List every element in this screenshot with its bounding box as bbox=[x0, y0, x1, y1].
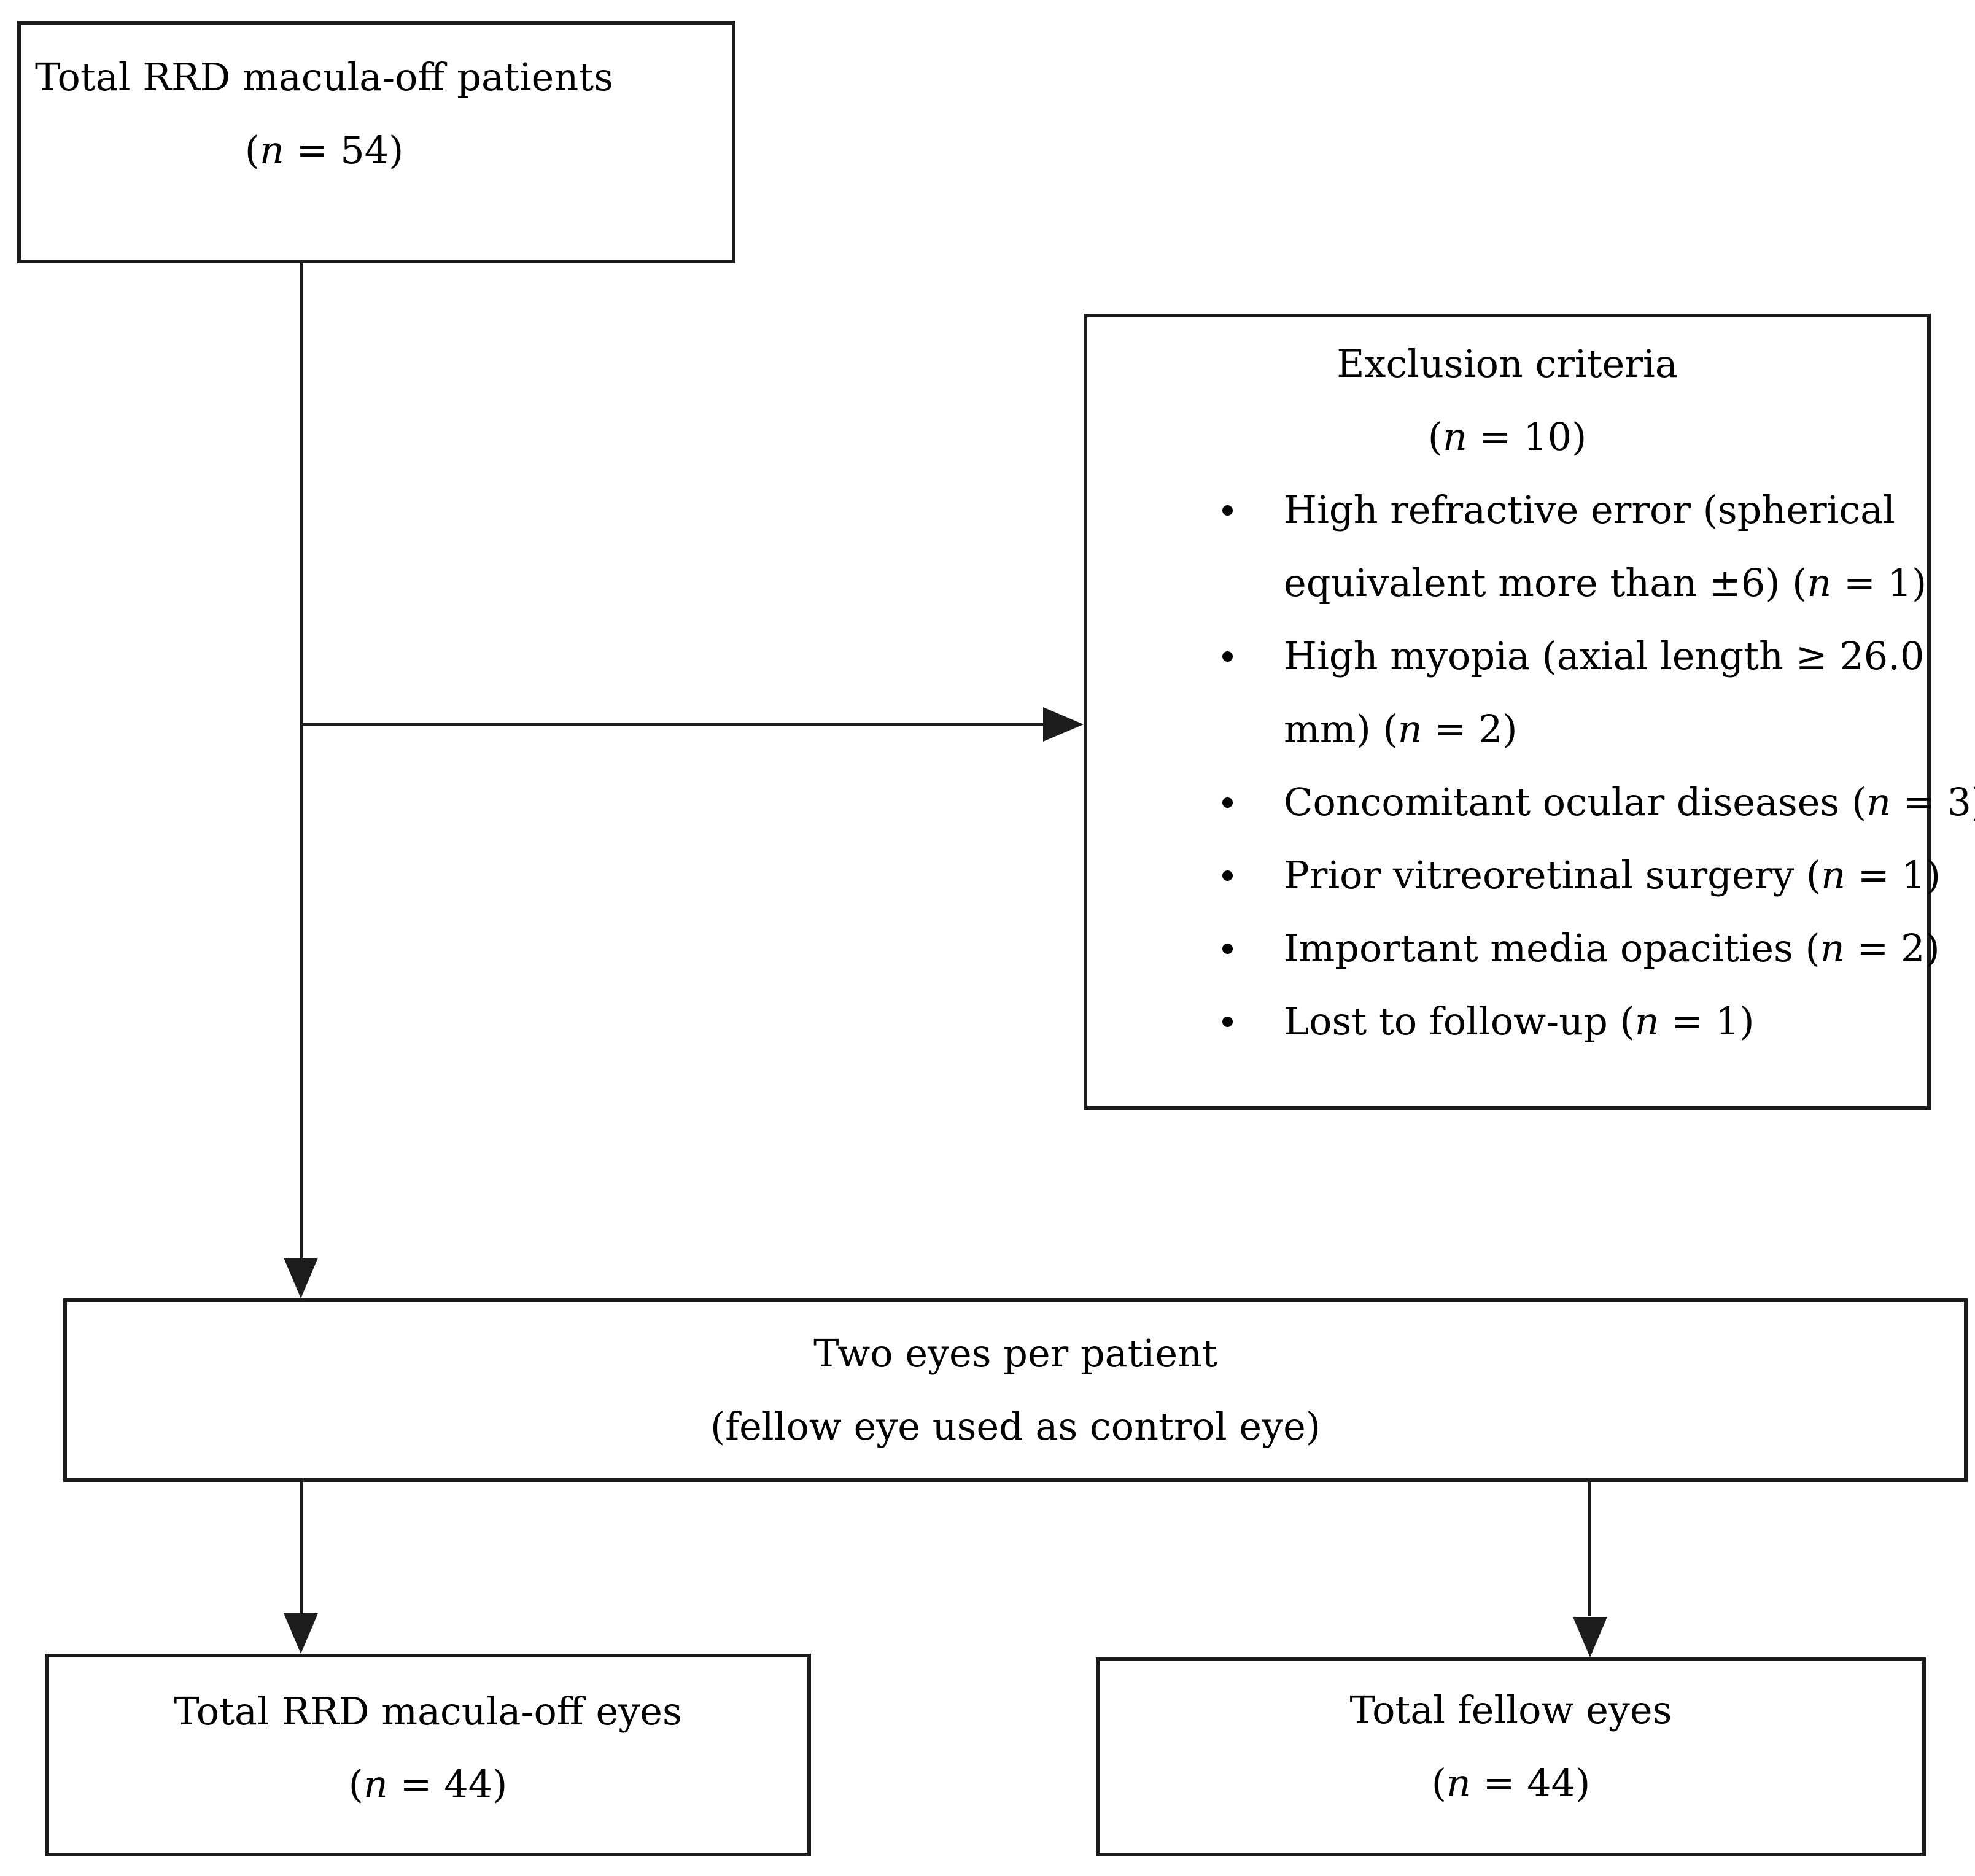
arrowhead-right-icon bbox=[1043, 707, 1084, 742]
node-total-fellow-eyes-label: Total fellow eyes bbox=[1349, 1688, 1672, 1732]
node-two-eyes-label: Two eyes per patient bbox=[813, 1331, 1217, 1376]
arrowhead-down-icon bbox=[1573, 1617, 1607, 1657]
exclusion-list: High refractive error (spherical equival… bbox=[1087, 473, 1975, 1058]
exclusion-count: (n = 10) bbox=[1427, 414, 1587, 459]
exclusion-item-ocular-diseases: Concomitant ocular diseases (n = 3) bbox=[1222, 766, 1975, 839]
node-total-patients-label: Total RRD macula-off patients bbox=[34, 55, 614, 99]
exclusion-item-media-opacities: Important media opacities (n = 2) bbox=[1222, 912, 1940, 985]
exclusion-item-line: Concomitant ocular diseases (n = 3) bbox=[1284, 780, 1975, 824]
node-total-rrd-eyes-count: (n = 44) bbox=[348, 1762, 508, 1807]
bullet-dot-icon bbox=[1222, 651, 1233, 662]
exclusion-item-lost-followup: Lost to follow-up (n = 1) bbox=[1222, 985, 1915, 1058]
arrowhead-down-icon bbox=[284, 1613, 318, 1654]
arrowhead-down-icon bbox=[284, 1258, 318, 1298]
connector-two-eyes-to-rrd-eyes bbox=[300, 1482, 303, 1616]
exclusion-item-refractive-error: High refractive error (spherical equival… bbox=[1222, 473, 1927, 619]
node-total-fellow-eyes: Total fellow eyes (n = 44) bbox=[1096, 1657, 1926, 1856]
exclusion-item-line: equivalent more than ±6) (n = 1) bbox=[1284, 560, 1927, 605]
exclusion-item-prior-surgery: Prior vitreoretinal surgery (n = 1) bbox=[1222, 839, 1941, 912]
bullet-dot-icon bbox=[1222, 1017, 1233, 1027]
connector-two-eyes-to-fellow-eyes bbox=[1588, 1482, 1591, 1616]
exclusion-item-line: Important media opacities (n = 2) bbox=[1284, 926, 1940, 971]
bullet-dot-icon bbox=[1222, 944, 1233, 954]
exclusion-item-high-myopia: High myopia (axial length ≥ 26.0 mm) (n … bbox=[1222, 619, 1925, 766]
bullet-dot-icon bbox=[1222, 505, 1233, 516]
node-total-rrd-eyes: Total RRD macula-off eyes (n = 44) bbox=[45, 1654, 811, 1856]
node-two-eyes-per-patient: Two eyes per patient (fellow eye used as… bbox=[63, 1298, 1968, 1482]
exclusion-heading: Exclusion criteria bbox=[1337, 341, 1678, 386]
exclusion-item-line: High myopia (axial length ≥ 26.0 bbox=[1284, 634, 1925, 678]
node-total-patients: Total RRD macula-off patients (n = 54) bbox=[17, 21, 735, 263]
exclusion-item-line: Lost to follow-up (n = 1) bbox=[1284, 999, 1755, 1044]
node-total-patients-count: (n = 54) bbox=[244, 128, 404, 172]
connector-branch-to-exclusion bbox=[300, 723, 1046, 726]
connector-patients-to-two-eyes bbox=[300, 262, 303, 1262]
node-exclusion-criteria: Exclusion criteria (n = 10) High refract… bbox=[1084, 314, 1975, 1110]
node-total-rrd-eyes-label: Total RRD macula-off eyes bbox=[174, 1689, 682, 1734]
exclusion-item-line: Prior vitreoretinal surgery (n = 1) bbox=[1284, 853, 1941, 897]
node-total-fellow-eyes-count: (n = 44) bbox=[1431, 1761, 1591, 1805]
exclusion-item-line: mm) (n = 2) bbox=[1284, 707, 1518, 751]
bullet-dot-icon bbox=[1222, 870, 1233, 881]
exclusion-item-line: High refractive error (spherical bbox=[1284, 487, 1895, 532]
node-two-eyes-sublabel: (fellow eye used as control eye) bbox=[710, 1404, 1321, 1449]
bullet-dot-icon bbox=[1222, 797, 1233, 808]
